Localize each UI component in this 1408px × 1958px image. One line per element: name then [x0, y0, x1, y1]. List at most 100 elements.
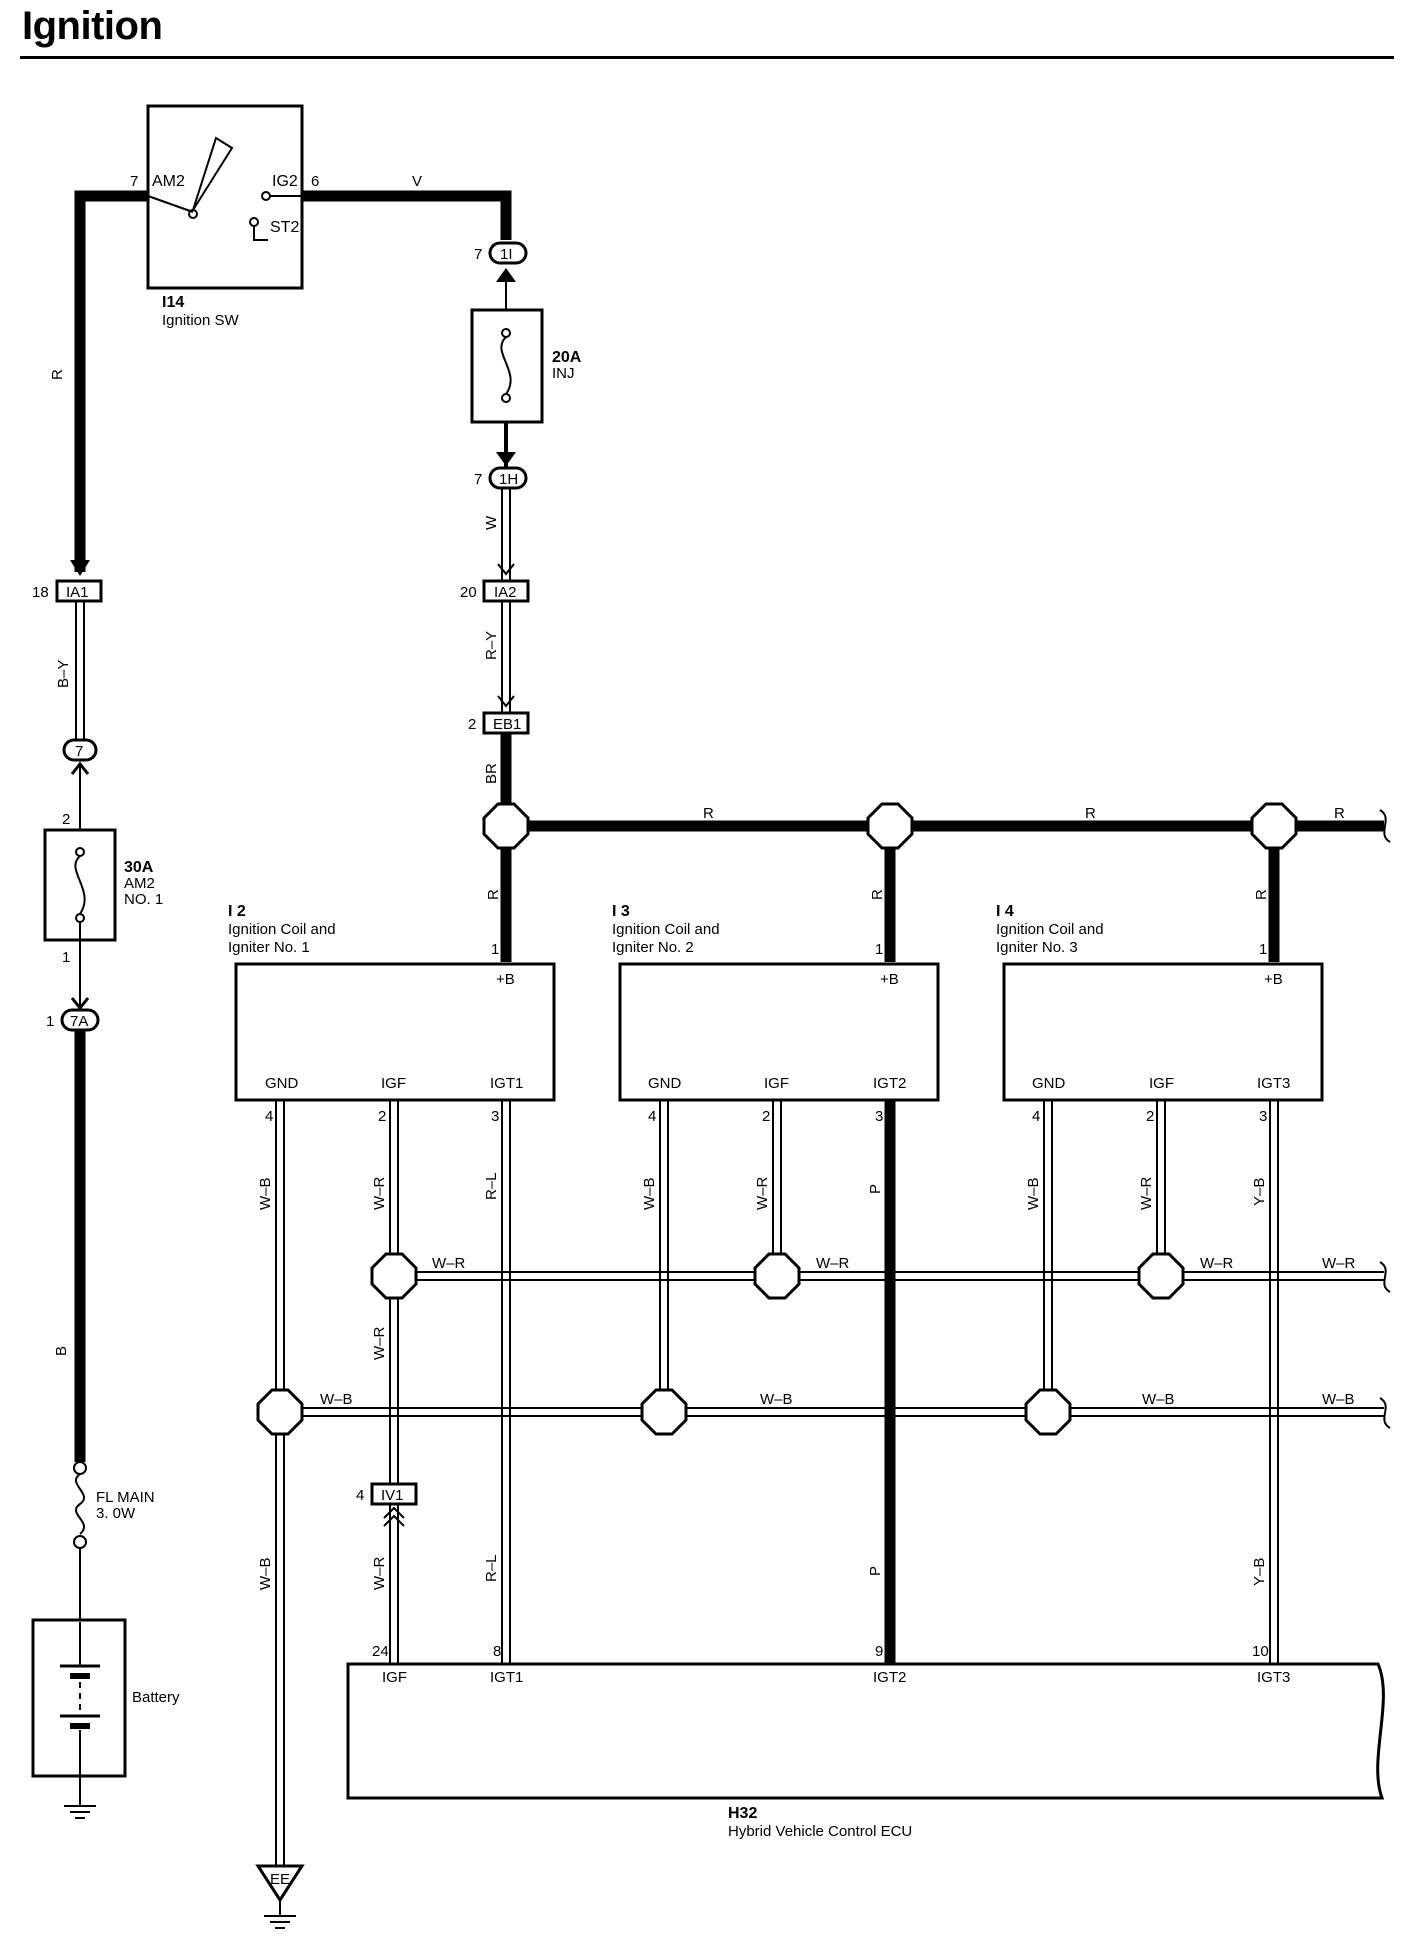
connector-iv1-pin: 4 [356, 1487, 364, 1504]
fuse-am2-pin-bottom: 1 [62, 949, 70, 966]
coil-1-pin-gnd: 4 [265, 1108, 273, 1125]
connector-1h [488, 466, 528, 490]
wire-label-r-left: R [49, 369, 66, 380]
wire-label-wb-c2: W–B [641, 1177, 658, 1210]
coil-1-igt: IGT1 [490, 1075, 523, 1092]
connector-ia1-pin: 18 [32, 584, 49, 601]
wire-label-wr-c3: W–R [1138, 1177, 1155, 1211]
wire-label-wb-bus-1: W–B [320, 1391, 353, 1408]
wire-label-yb-c3: Y–B [1251, 1178, 1268, 1206]
coil-3-pin-igf: 2 [1146, 1108, 1154, 1125]
coil-1-pin-igt: 3 [491, 1108, 499, 1125]
connector-ia2-label: IA2 [494, 584, 517, 601]
ign-sw-am2-label: AM2 [152, 173, 185, 190]
ground-ee-label: EE [270, 1871, 290, 1888]
ecu-pin-10: 10 [1252, 1643, 1269, 1660]
ign-sw-ig2-label: IG2 [272, 173, 298, 190]
junction-r-1 [482, 802, 530, 850]
connector-1i-label: 1I [500, 246, 513, 263]
coil-3-igt: IGT3 [1257, 1075, 1290, 1092]
coil-1-name2: Igniter No. 1 [228, 939, 310, 956]
fuse-inj-icon [500, 336, 512, 395]
wire-label-wr-ecu: W–R [371, 1557, 388, 1591]
continuation-mark-wb [1379, 1397, 1391, 1429]
wire-label-wr-c1: W–R [371, 1177, 388, 1211]
coil-2-igt: IGT2 [873, 1075, 906, 1092]
coil-2-gnd: GND [648, 1075, 682, 1092]
connector-ia1-label: IA1 [66, 584, 89, 601]
connector-7a-label: 7A [70, 1013, 88, 1030]
fuse-am2-no: NO. 1 [124, 891, 163, 908]
ecu-igt2: IGT2 [873, 1669, 906, 1686]
wire-label-br: BR [483, 763, 500, 784]
wire-label-wr-bus-1: W–R [432, 1255, 466, 1272]
arrow-ia1 [70, 560, 90, 576]
wire-label-r-bus-2: R [1085, 805, 1096, 822]
fusible-link-name: FL MAIN [96, 1489, 155, 1506]
ign-sw-name: Ignition SW [162, 312, 240, 329]
wire-label-by: B–Y [55, 660, 72, 688]
wire-label-wr-mid: W–R [371, 1327, 388, 1361]
connector-eb1-label: EB1 [493, 716, 521, 733]
junction-wr-3 [1137, 1252, 1185, 1300]
coil-1-gnd: GND [265, 1075, 299, 1092]
connector-iv1 [370, 1482, 418, 1506]
fuse-am2-rating: 30A [124, 859, 154, 876]
connector-ia1 [55, 579, 103, 603]
ign-sw-st2-label: ST2 [270, 219, 299, 236]
fuse-am2-icon [74, 855, 86, 915]
connector-ia2 [482, 579, 530, 603]
coil-1-pin-igf: 2 [378, 1108, 386, 1125]
ecu-name: Hybrid Vehicle Control ECU [728, 1823, 912, 1840]
wire-label-wb-bus-4: W–B [1322, 1391, 1355, 1408]
ecu-igt1: IGT1 [490, 1669, 523, 1686]
fusible-link-icon [74, 1473, 86, 1535]
wire-label-r-bus-3: R [1334, 805, 1345, 822]
wire-label-wb-c1: W–B [257, 1177, 274, 1210]
connector-1h-label: 1H [499, 471, 518, 488]
coil-3-name1: Ignition Coil and [996, 921, 1104, 938]
connector-1h-pin: 7 [474, 471, 482, 488]
battery-label: Battery [132, 1689, 180, 1706]
fusible-link-rating: 3. 0W [96, 1505, 136, 1522]
connector-7a-pin: 1 [46, 1013, 54, 1030]
arrow-7a [70, 997, 90, 1011]
wire-r-am2-feed [74, 190, 148, 572]
junction-wb-1 [256, 1388, 304, 1436]
switch-key-icon [192, 136, 234, 211]
wire-label-r-bus-1: R [703, 805, 714, 822]
wire-label-wr-bus-4: W–R [1322, 1255, 1356, 1272]
coil-2-pin-igf: 2 [762, 1108, 770, 1125]
ground-ee [255, 1864, 305, 1903]
coil-2-plus-b: +B [880, 971, 899, 988]
coil-3-pin-b: 1 [1259, 941, 1267, 958]
coil-2-name2: Igniter No. 2 [612, 939, 694, 956]
wire-label-p-ecu: P [867, 1566, 884, 1576]
wire-label-wb-bus-2: W–B [760, 1391, 793, 1408]
ecu-pin-9: 9 [875, 1643, 883, 1660]
coil-3-code: I 4 [996, 903, 1014, 920]
ign-sw-am2-pin: 7 [130, 173, 138, 190]
coil-3-name2: Igniter No. 3 [996, 939, 1078, 956]
coil-3: I 4 Ignition Coil and Igniter No. 3 1 +B… [996, 903, 1324, 1125]
fuse-am2-pin-top: 2 [62, 811, 70, 828]
junction-wr-2 [753, 1252, 801, 1300]
coil-2-igf: IGF [764, 1075, 789, 1092]
wire-label-wb-c3: W–B [1025, 1177, 1042, 1210]
coil-1-plus-b: +B [496, 971, 515, 988]
wire-label-r-coil1: R [485, 889, 502, 900]
wire-label-wb-ground: W–B [257, 1557, 274, 1590]
wire-label-w: W [483, 515, 500, 530]
junction-wb-2 [640, 1388, 688, 1436]
ecu-code: H32 [728, 1805, 757, 1822]
coil-2: I 3 Ignition Coil and Igniter No. 2 1 +B… [612, 903, 940, 1125]
continuation-mark-wr [1379, 1261, 1391, 1293]
wire-label-p-c2: P [867, 1184, 884, 1194]
coil-2-pin-gnd: 4 [648, 1108, 656, 1125]
ign-sw-code: I14 [162, 294, 184, 311]
ecu-box [346, 1662, 1385, 1800]
ecu-pin-24: 24 [372, 1643, 389, 1660]
ign-sw-ig2-pin: 6 [311, 173, 319, 190]
coil-3-gnd: GND [1032, 1075, 1066, 1092]
